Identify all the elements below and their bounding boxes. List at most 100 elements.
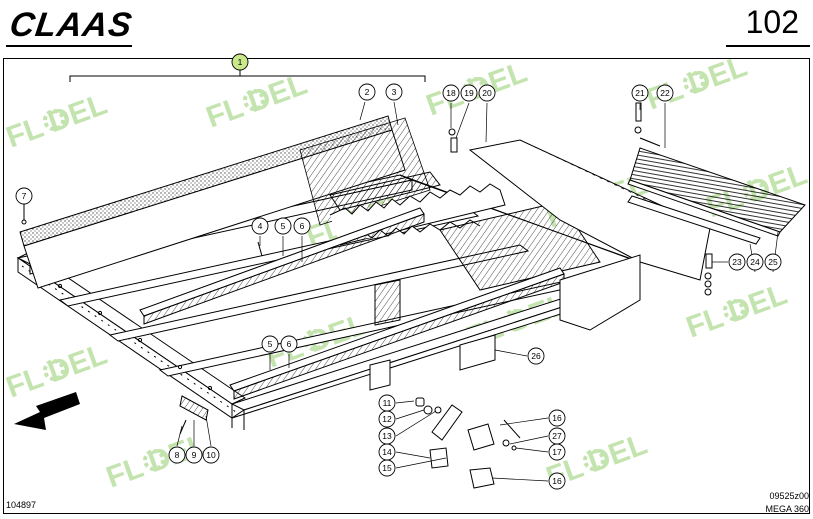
leader-line-c11 <box>395 400 415 404</box>
callout-10[interactable]: 10 <box>202 446 220 464</box>
callout-circle <box>442 84 460 102</box>
callout-4[interactable]: 4 <box>251 217 269 235</box>
watermark-gear-icon <box>43 359 65 381</box>
callout-circle <box>185 446 203 464</box>
callout-circle <box>385 83 403 101</box>
callout-label: 4 <box>258 221 263 231</box>
callout-20[interactable]: 20 <box>478 84 496 102</box>
callout-5[interactable]: 5 <box>274 217 292 235</box>
callout-circle <box>274 217 292 235</box>
callout-6[interactable]: 6 <box>293 217 311 235</box>
callout-9[interactable]: 9 <box>185 446 203 464</box>
callout-circle <box>460 84 478 102</box>
callout-label: 16 <box>552 476 562 486</box>
callout-label: 6 <box>300 221 305 231</box>
callout-circle <box>293 217 311 235</box>
side-bracket <box>369 254 641 391</box>
callout-19[interactable]: 19 <box>460 84 478 102</box>
watermark-gear-icon <box>243 89 265 111</box>
watermark-gear-icon <box>143 449 165 471</box>
callout-23[interactable]: 23 <box>728 253 746 271</box>
callout-17[interactable]: 17 <box>548 443 566 461</box>
callout-circle <box>378 410 396 428</box>
watermark-gear-icon <box>43 109 65 131</box>
callout-14[interactable]: 14 <box>378 443 396 461</box>
callout-13[interactable]: 13 <box>378 427 396 445</box>
callout-6[interactable]: 6 <box>280 335 298 353</box>
floor-plate-part-20 <box>468 139 711 281</box>
callout-label: 11 <box>383 398 392 408</box>
direction-arrow <box>14 392 80 430</box>
callout-24[interactable]: 24 <box>746 253 764 271</box>
callout-2[interactable]: 2 <box>358 83 376 101</box>
callout-label: 20 <box>482 88 492 98</box>
callout-label: 12 <box>382 414 392 424</box>
drawing-code: 09525z00 <box>769 491 809 501</box>
callout-22[interactable]: 22 <box>656 84 674 102</box>
callout-16[interactable]: 16 <box>548 472 566 490</box>
leader-line-c2 <box>359 101 366 121</box>
callout-11[interactable]: 11 <box>378 394 396 412</box>
callout-label: 19 <box>464 88 474 98</box>
callout-3[interactable]: 3 <box>385 83 403 101</box>
callout-18[interactable]: 18 <box>442 84 460 102</box>
callout-circle <box>527 347 545 365</box>
grate-part-22-25 <box>627 137 806 245</box>
leader-line-c15 <box>395 457 447 469</box>
bolt-holes <box>57 283 213 391</box>
leader-line-c13 <box>395 410 437 437</box>
callout-1[interactable]: 1 <box>231 53 249 71</box>
callout-label: 9 <box>192 450 197 460</box>
callout-label: 21 <box>635 88 645 98</box>
leader-line-c16a <box>499 417 549 426</box>
leader-line-c26 <box>494 349 528 357</box>
callout-label: 13 <box>382 431 392 441</box>
assembly-bracket-1 <box>69 70 426 82</box>
leader-line-c14 <box>395 451 431 459</box>
callout-label: 1 <box>238 57 243 67</box>
leader-line-c8 <box>176 425 183 447</box>
callout-label: 2 <box>365 87 370 97</box>
rails-5-6 <box>139 207 565 400</box>
callout-circle <box>261 335 279 353</box>
callout-label: 5 <box>268 339 273 349</box>
watermark-text: FL DEL <box>642 50 751 117</box>
callout-12[interactable]: 12 <box>378 410 396 428</box>
callout-15[interactable]: 15 <box>378 459 396 477</box>
callout-circle <box>251 217 269 235</box>
callout-circle <box>280 335 298 353</box>
callout-circle <box>746 253 764 271</box>
callout-label: 17 <box>552 447 562 457</box>
callout-5[interactable]: 5 <box>261 335 279 353</box>
leader-line-c16b <box>491 477 549 482</box>
page-number-underline <box>726 45 810 47</box>
callout-label: 23 <box>732 257 742 267</box>
watermark-gear-icon <box>583 449 605 471</box>
callout-circle <box>202 446 220 464</box>
watermark-text: FL DEL <box>202 68 311 135</box>
callout-circle <box>358 83 376 101</box>
callout-label: 8 <box>175 450 180 460</box>
watermark-text: FL DEL <box>422 56 531 123</box>
callout-27[interactable]: 27 <box>548 427 566 445</box>
callout-circle <box>15 187 33 205</box>
leader-line-c17 <box>515 447 549 453</box>
brand-underline <box>6 45 132 47</box>
document-code: 104897 <box>6 500 37 510</box>
callout-circle <box>764 253 782 271</box>
watermark-text: FL DEL <box>682 278 791 345</box>
drawing-info: 09525z00 MEGA 360 <box>765 490 809 516</box>
leader-line-c27 <box>509 435 549 445</box>
callout-25[interactable]: 25 <box>764 253 782 271</box>
callout-circle <box>231 53 249 71</box>
callout-26[interactable]: 26 <box>527 347 545 365</box>
callout-16[interactable]: 16 <box>548 409 566 427</box>
callout-8[interactable]: 8 <box>168 446 186 464</box>
leader-line-c19 <box>455 102 470 139</box>
callout-label: 26 <box>531 351 541 361</box>
callout-circle <box>548 472 566 490</box>
callout-21[interactable]: 21 <box>631 84 649 102</box>
callout-7[interactable]: 7 <box>15 187 33 205</box>
